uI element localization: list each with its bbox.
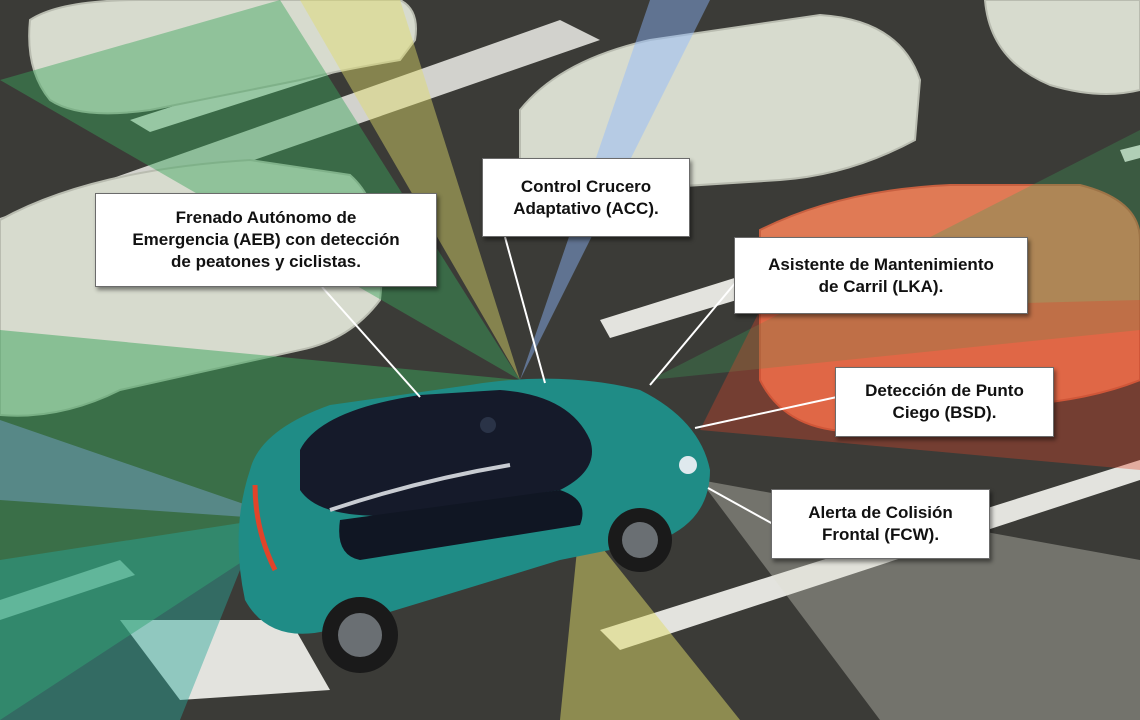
bsd-leader [694,396,838,429]
fcw-leader [707,487,774,525]
roof-sensor [480,417,496,433]
main-car [238,378,711,673]
tail-light [252,484,278,572]
rear-beam-blue [0,420,290,520]
callout-bsd: Detección de Punto Ciego (BSD). [835,367,1054,437]
rear-beam-teal [0,520,260,720]
callout-lka-text: Asistente de Mantenimiento de Carril (LK… [768,254,994,296]
callout-lka: Asistente de Mantenimiento de Carril (LK… [734,237,1028,314]
parked-car-top-left [28,0,417,115]
acc-leader [504,236,546,384]
callout-acc: Control Crucero Adaptativo (ACC). [482,158,690,237]
fcw-beam-yellow [560,520,740,720]
leader-lines [321,236,838,525]
headlight [679,456,697,474]
roof-rail [329,463,511,512]
callout-fcw-text: Alerta de Colisión Frontal (FCW). [808,503,953,544]
callout-aeb-text: Frenado Autónomo de Emergencia (AEB) con… [132,208,400,271]
car-windows [339,490,583,560]
callout-fcw: Alerta de Colisión Frontal (FCW). [771,489,990,559]
callout-bsd-text: Detección de Punto Ciego (BSD). [865,381,1024,422]
aeb-leader [321,286,421,398]
aeb-beam-yellow [300,0,520,380]
parked-car-top-right [983,0,1140,95]
callout-aeb: Frenado Autónomo de Emergencia (AEB) con… [95,193,437,287]
lka-leader [649,281,737,386]
callout-acc-text: Control Crucero Adaptativo (ACC). [513,176,659,218]
car-roof [300,390,592,516]
